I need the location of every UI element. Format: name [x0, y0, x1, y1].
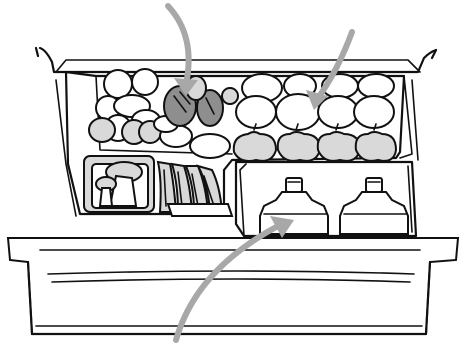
drawer-back-frame [36, 48, 436, 72]
mushroom-pack [84, 156, 154, 212]
small-tray [168, 204, 232, 216]
apple [234, 132, 276, 161]
bottle-right [340, 178, 408, 234]
bottle-left [260, 178, 328, 234]
down-arrow-icon [168, 6, 198, 96]
tomato [104, 70, 132, 98]
fruits [234, 74, 396, 161]
vegetables [84, 69, 238, 216]
